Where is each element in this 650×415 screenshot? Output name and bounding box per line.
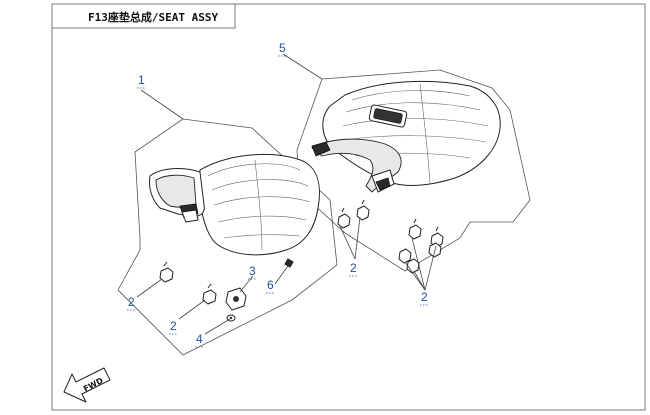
rear-seat-logo-plate xyxy=(368,104,408,128)
nut-rear-c xyxy=(408,218,422,240)
svg-text:2: 2 xyxy=(128,295,135,309)
svg-text:2: 2 xyxy=(421,290,428,304)
svg-text:2: 2 xyxy=(170,319,177,333)
bracket-part xyxy=(225,287,247,311)
callout-4: 4 xyxy=(195,332,204,348)
svg-text:3: 3 xyxy=(249,264,256,278)
callout-2-rear-b: 2 xyxy=(420,290,429,306)
front-seat-part xyxy=(149,154,320,256)
callout-6: 6 xyxy=(266,278,275,294)
nut-rear-b xyxy=(356,199,370,221)
callout-2-front-b: 2 xyxy=(169,319,178,335)
callout-3: 3 xyxy=(248,264,257,280)
nut-rear-g xyxy=(406,258,420,274)
diagram-frame xyxy=(51,3,646,411)
diagram-title: F13座垫总成/SEAT ASSY xyxy=(88,10,218,24)
svg-text:5: 5 xyxy=(279,41,286,55)
forward-direction-arrow: FWD xyxy=(63,367,111,403)
svg-text:2: 2 xyxy=(350,261,357,275)
callout-2-rear-a: 2 xyxy=(349,261,358,277)
callout-1: 1 xyxy=(137,73,146,89)
callout-2-front-a: 2 xyxy=(127,295,136,311)
nut-rear-a xyxy=(337,207,351,229)
svg-text:6: 6 xyxy=(267,278,274,292)
svg-text:4: 4 xyxy=(196,332,203,346)
callout-5: 5 xyxy=(278,41,287,57)
leader-lines xyxy=(136,53,437,335)
svg-text:1: 1 xyxy=(138,73,145,87)
title-block: F13座垫总成/SEAT ASSY xyxy=(51,3,236,29)
washer-part xyxy=(226,314,236,322)
bolt-part xyxy=(284,258,294,268)
rear-seat-part xyxy=(311,80,501,193)
nut-rear-f xyxy=(398,248,412,264)
nut-front-a xyxy=(159,261,174,283)
nut-front-b xyxy=(202,283,217,305)
